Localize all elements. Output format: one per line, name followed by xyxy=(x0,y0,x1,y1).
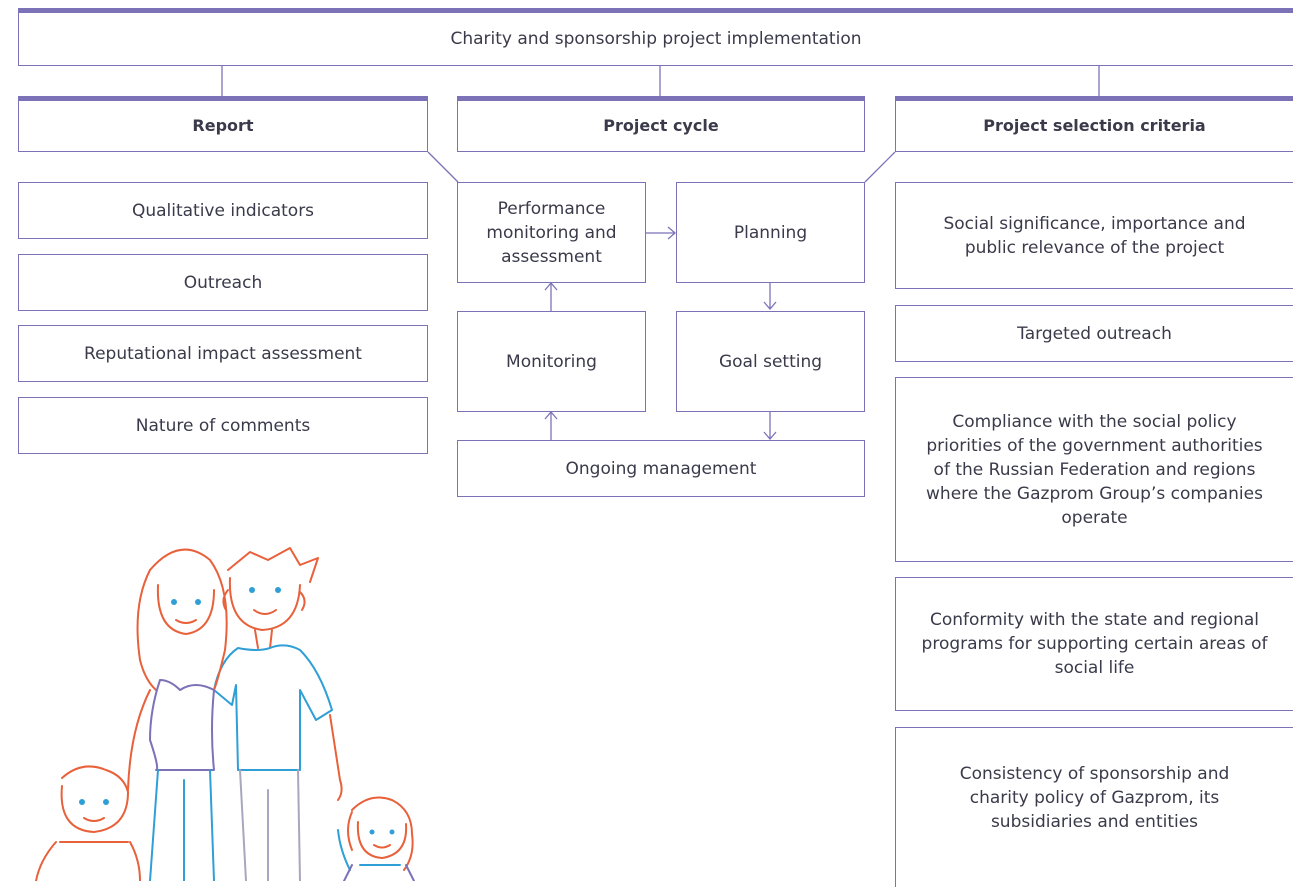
criteria-item-label: Conformity with the state and regional p… xyxy=(921,610,1268,678)
criteria-item-label: Consistency of sponsorship and charity p… xyxy=(959,763,1230,832)
criteria-item-label: Social significance, importance and publ… xyxy=(943,213,1246,258)
cycle-goal-setting-label: Goal setting xyxy=(718,351,823,372)
cycle-monitoring-label: Monitoring xyxy=(506,351,597,372)
top-box-label: Charity and sponsorship project implemen… xyxy=(450,29,862,49)
report-item-label: Outreach xyxy=(183,272,263,293)
criteria-item: Consistency of sponsorship and charity p… xyxy=(895,727,1293,887)
arrow-head-performance xyxy=(544,282,558,291)
cycle-planning-label: Planning xyxy=(733,222,808,243)
criteria-item-label: Compliance with the social policy priori… xyxy=(926,411,1263,528)
report-header-label: Report xyxy=(192,116,254,135)
criteria-header: Project selection criteria xyxy=(895,96,1293,152)
cycle-goal-setting: Goal setting xyxy=(676,311,865,412)
connector-criteria-diagonal xyxy=(864,151,896,183)
criteria-item: Targeted outreach xyxy=(895,305,1293,362)
report-item: Outreach xyxy=(18,254,428,311)
father-figure xyxy=(213,547,343,881)
report-item: Reputational impact assessment xyxy=(18,325,428,382)
criteria-header-label: Project selection criteria xyxy=(983,116,1206,135)
report-item: Nature of comments xyxy=(18,397,428,454)
cycle-ongoing-management: Ongoing management xyxy=(457,440,865,497)
arrow-head-planning xyxy=(667,226,676,240)
report-item: Qualitative indicators xyxy=(18,182,428,239)
arrow-head-goal xyxy=(763,301,777,310)
arrow-head-monitoring xyxy=(544,411,558,420)
girl-figure xyxy=(337,796,415,881)
arrow-head-ongoing xyxy=(763,431,777,440)
family-illustration xyxy=(35,547,415,881)
criteria-item: Social significance, importance and publ… xyxy=(895,182,1293,289)
cycle-performance-label: Performance monitoring and assessment xyxy=(486,198,617,267)
cycle-performance: Performance monitoring and assessment xyxy=(457,182,646,283)
connector-report-diagonal xyxy=(427,151,459,183)
top-box: Charity and sponsorship project implemen… xyxy=(18,8,1293,66)
cycle-ongoing-label: Ongoing management xyxy=(565,458,757,479)
criteria-item: Conformity with the state and regional p… xyxy=(895,577,1293,711)
criteria-item: Compliance with the social policy priori… xyxy=(895,377,1293,562)
report-item-label: Nature of comments xyxy=(135,415,311,436)
mother-figure xyxy=(127,548,228,881)
report-header: Report xyxy=(18,96,428,152)
boy-figure xyxy=(35,765,141,881)
cycle-planning: Planning xyxy=(676,182,865,283)
report-item-label: Qualitative indicators xyxy=(131,200,315,221)
cycle-header-label: Project cycle xyxy=(603,116,719,135)
report-item-label: Reputational impact assessment xyxy=(84,343,362,364)
cycle-monitoring: Monitoring xyxy=(457,311,646,412)
criteria-item-label: Targeted outreach xyxy=(1017,323,1172,344)
cycle-header: Project cycle xyxy=(457,96,865,152)
